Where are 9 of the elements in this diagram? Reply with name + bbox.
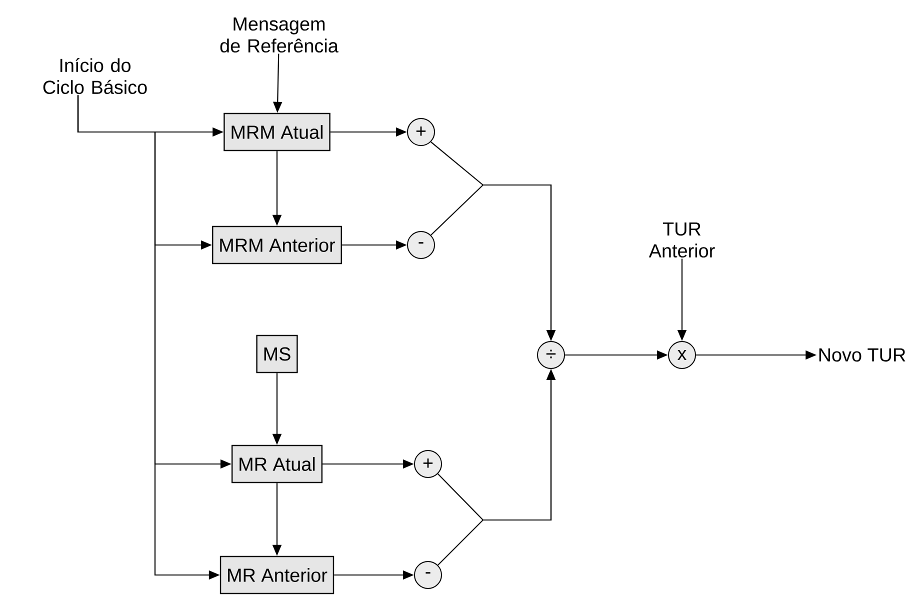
process-box: MRM Anterior [212,226,342,264]
process-box: MR Anterior [220,556,334,594]
label-text: Início do Ciclo Básico [43,58,147,94]
label-text: TUR Anterior [648,222,715,258]
process-box: MS [256,334,298,374]
label-text: Novo TUR [819,348,906,362]
label-text: Mensagem de Referência [220,17,338,53]
process-box: MR Atual [231,444,323,484]
process-box: MRM Atual [224,112,330,152]
